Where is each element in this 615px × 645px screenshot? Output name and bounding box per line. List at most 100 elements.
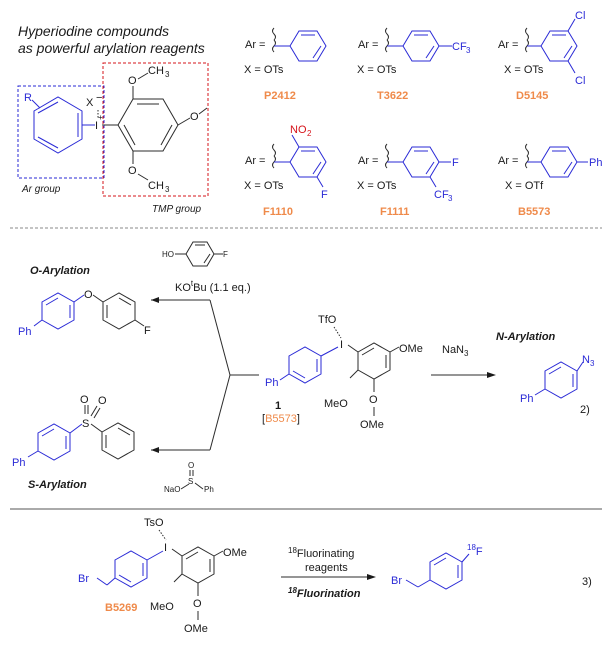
ar-group-label: Ar group (21, 184, 61, 195)
x-text: X = OTs (244, 64, 284, 76)
reagent-f1111: Ar = F CF 3 X = OTs F1111 (357, 143, 459, 218)
tmp-ome-right-bond (198, 107, 208, 115)
cf3-sub: 3 (466, 46, 471, 55)
meo-left: MeO (324, 398, 348, 410)
f-label: F (144, 325, 151, 337)
phenyl-ring (289, 30, 327, 62)
phenol-ho: HO (162, 250, 174, 259)
reagent-code: F1111 (380, 206, 409, 218)
tmp-ome-top-bond (137, 72, 149, 80)
reagent-code: B5269 (105, 602, 137, 614)
x-text: X = OTs (504, 64, 544, 76)
tfo-label: TfO (318, 314, 337, 326)
tmp-ome-top-sub: 3 (165, 70, 170, 79)
arrow-o-head (151, 297, 159, 303)
ar-prefix: Ar = (245, 39, 265, 51)
ome-bottom-o: O (369, 394, 378, 406)
iodine-charge: + (98, 113, 103, 122)
x-text: X = OTs (357, 180, 397, 192)
reagent-d5145: Ar = Cl Cl X = OTs D5145 (498, 10, 585, 102)
fluorinating-line1: 18Fluorinating (288, 546, 354, 560)
tmp-group-label: TMP group (152, 204, 202, 215)
ar-prefix: Ar = (358, 155, 378, 167)
x-label: X (86, 97, 94, 109)
reagent-code: F1110 (263, 206, 293, 218)
no2-label: NO (290, 124, 307, 136)
step-3-number: 3) (582, 576, 592, 588)
reagent-p2412: Ar = X = OTs P2412 (244, 27, 327, 102)
azide-product: Ph N3 (520, 354, 595, 405)
ph-label: Ph (12, 457, 25, 469)
generic-aryl-ring (31, 96, 83, 154)
tmp-ome-bottom-bond (137, 173, 149, 181)
iodine-atom: I (340, 339, 343, 351)
compound-number: 1 (275, 400, 281, 412)
tso-label: TsO (144, 517, 164, 529)
ph-label: Ph (18, 326, 31, 338)
reagent-t3622: Ar = CF 3 X = OTs T3622 (357, 27, 471, 102)
ph-label: Ph (520, 393, 533, 405)
f-label: F (321, 189, 328, 201)
compound-1: TfO I Ph OMe MeO O OMe 1 [B5573] (262, 314, 423, 431)
br-label: Br (78, 573, 89, 585)
arrow-n-head (487, 372, 496, 378)
iodine-atom: I (95, 120, 98, 132)
tmp-ome-right-o: O (190, 111, 199, 123)
arrow-f-head (367, 574, 376, 580)
sulfone-o2: O (98, 395, 107, 407)
f-label: F (452, 157, 459, 169)
sulfinate-reagent: NaO S O Ph (164, 461, 214, 494)
cf3-label: CF (434, 189, 449, 201)
x-text: X = OTf (505, 180, 544, 192)
reagent-code: D5145 (516, 90, 548, 102)
step-2-number: 2) (580, 404, 590, 416)
sulfinate-ph: Ph (204, 485, 214, 494)
cf3-label: CF (452, 41, 467, 53)
compound-b5269: TsO I Br OMe MeO O OMe B5269 (78, 517, 247, 635)
nao: NaO (164, 485, 180, 494)
nan3-reagent: NaN3 (442, 344, 469, 358)
x-charge: − (96, 92, 102, 104)
tmp-ome-bottom-sub: 3 (165, 185, 170, 194)
ar-prefix: Ar = (358, 39, 378, 51)
tmp-group-box (102, 62, 209, 197)
squiggle-bond (272, 27, 276, 41)
o-arylation-label: O-Arylation (30, 265, 90, 277)
phenol-f: F (223, 250, 228, 259)
arrow-s-head (151, 447, 159, 453)
br-label: Br (391, 575, 402, 587)
tmp-ome-top-ch: CH (148, 65, 164, 77)
cf3-sub: 3 (448, 194, 453, 203)
compound-code-bracket: [B5573] (262, 413, 300, 425)
ome-bottom: OMe (360, 419, 384, 431)
header-title-line1: Hyperiodine compounds (18, 23, 169, 39)
tmp-ring (117, 86, 191, 164)
cl-label-bottom: Cl (575, 75, 585, 87)
fluorinated-product: Br 18F (391, 543, 483, 590)
ome-bottom-o: O (193, 598, 202, 610)
arrow-o-diag (209, 299, 231, 376)
iodine-atom: I (164, 542, 167, 554)
sulfone-o1: O (80, 394, 89, 406)
fluorination-label: 18Fluorination (288, 586, 361, 600)
s-arylation-product: Ph S O O (12, 394, 135, 469)
cl-label-top: Cl (575, 10, 585, 22)
s-arylation-label: S-Arylation (28, 479, 87, 491)
phenol-reagent: HO F (162, 241, 228, 267)
sulfinate-o: O (188, 461, 194, 470)
reagent-f1110: Ar = NO 2 F X = OTs F1110 (244, 124, 328, 218)
tmp-ome-bottom-o: O (128, 165, 137, 177)
ome-bottom: OMe (184, 623, 208, 635)
ar-prefix: Ar = (498, 39, 518, 51)
f18-label: 18F (467, 543, 483, 558)
ph-label: Ph (589, 157, 602, 169)
no2-sub: 2 (307, 129, 312, 138)
ar-prefix: Ar = (498, 155, 518, 167)
n-arylation-label: N-Arylation (496, 331, 556, 343)
ome-right: OMe (399, 343, 423, 355)
ether-o: O (84, 289, 93, 301)
x-text: X = OTs (357, 64, 397, 76)
ar-group-box (17, 85, 105, 179)
header-title-line2: as powerful arylation reagents (18, 40, 205, 56)
reagent-b5573: Ar = Ph X = OTf B5573 (498, 143, 602, 218)
